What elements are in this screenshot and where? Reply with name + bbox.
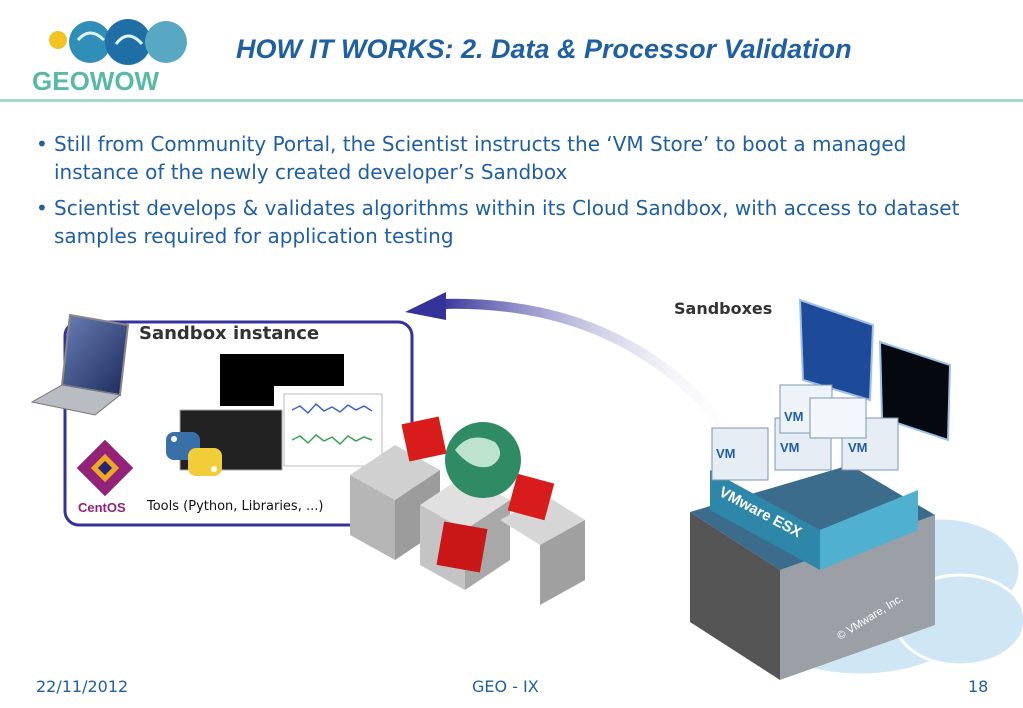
tools-label: Tools (Python, Libraries, ...) [147, 499, 324, 514]
sandboxes-label: Sandboxes [674, 299, 773, 318]
globe-icon [145, 21, 187, 63]
page-number: 18 [968, 677, 989, 696]
vm-label: VM [780, 440, 800, 455]
plot-window [283, 393, 383, 467]
vm-label: VM [716, 446, 736, 461]
sandbox-instance-label: Sandbox instance [139, 323, 320, 344]
geowow-logo: GEOWOW [32, 19, 187, 95]
vm-cube: VM [711, 427, 769, 481]
sun-icon [49, 31, 67, 49]
python-icon [166, 432, 222, 476]
bullet-list: Still from Community Portal, the Scienti… [36, 130, 996, 258]
globe-icon [105, 19, 151, 65]
cubes-globe-image [350, 416, 585, 605]
title-divider [0, 99, 1023, 102]
globe-icon [69, 21, 111, 63]
deploy-arrow [405, 292, 750, 458]
slide-title: HOW IT WORKS: 2. Data & Processor Valida… [236, 34, 852, 64]
terminal-window [220, 354, 344, 386]
bullet-item: Scientist develops & validates algorithm… [36, 194, 996, 250]
vm-cube [809, 397, 867, 439]
footer-center: GEO - IX [472, 677, 539, 696]
vm-label: VM [784, 409, 804, 424]
footer-date: 22/11/2012 [36, 677, 129, 696]
vm-label: VM [848, 440, 868, 455]
laptop-icon [30, 313, 130, 416]
architecture-diagram: CentOS VMware ESX © VMware, Inc. VM [30, 292, 1023, 680]
terminal-window [220, 386, 274, 406]
centos-label: CentOS [78, 500, 126, 515]
server-rack: VMware ESX © VMware, Inc. [690, 465, 935, 680]
bullet-item: Still from Community Portal, the Scienti… [36, 130, 996, 186]
sandbox-screens [798, 298, 952, 442]
logo-text: GEOWOW [32, 66, 160, 95]
vm-cube: VM [841, 417, 899, 471]
